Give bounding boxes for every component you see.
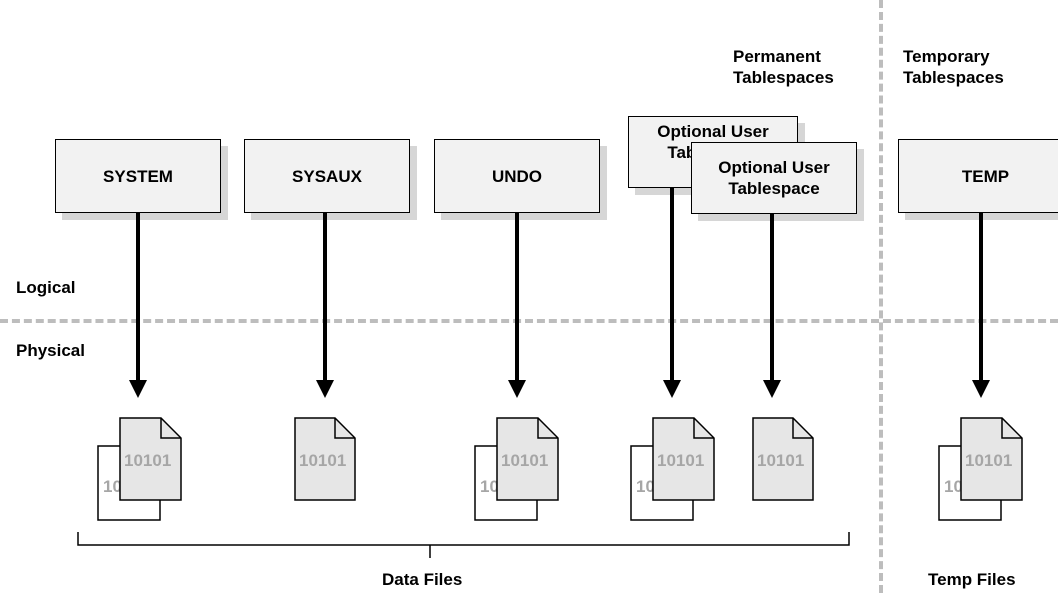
arrow-optional-user-2 bbox=[763, 214, 781, 398]
data-file-pair-optional-user: 10 10101 bbox=[630, 417, 715, 521]
arrow-temp bbox=[972, 213, 990, 398]
svg-text:10: 10 bbox=[636, 477, 655, 496]
temp-files-label: Temp Files bbox=[928, 570, 1016, 589]
arrow-optional-user-1 bbox=[663, 188, 681, 398]
data-file-icon: 10101 bbox=[752, 417, 814, 501]
data-file-pair-system: 10 10101 bbox=[97, 417, 182, 521]
arrow-undo bbox=[508, 213, 526, 398]
svg-text:10: 10 bbox=[944, 477, 963, 496]
data-files-label: Data Files bbox=[382, 570, 463, 589]
data-file-icon: 10101 bbox=[652, 417, 715, 501]
svg-text:10: 10 bbox=[480, 477, 499, 496]
tablespace-system: SYSTEM bbox=[55, 139, 221, 213]
data-file-icon: 10101 bbox=[119, 417, 182, 501]
svg-text:10101: 10101 bbox=[124, 451, 171, 470]
svg-text:10101: 10101 bbox=[299, 451, 346, 470]
data-file-pair-undo: 10 10101 bbox=[474, 417, 559, 521]
svg-text:10101: 10101 bbox=[965, 451, 1012, 470]
tablespace-temp: TEMP bbox=[898, 139, 1058, 213]
data-file-icon: 10101 bbox=[294, 417, 356, 501]
svg-text:10101: 10101 bbox=[757, 451, 804, 470]
arrow-sysaux bbox=[316, 213, 334, 398]
logical-label: Logical bbox=[16, 278, 76, 297]
permanent-temporary-divider bbox=[879, 0, 883, 593]
svg-text:10: 10 bbox=[103, 477, 122, 496]
logical-physical-divider bbox=[0, 319, 1058, 323]
arrow-system bbox=[129, 213, 147, 398]
temp-file-icon: 10101 bbox=[960, 417, 1023, 501]
data-file-icon: 10101 bbox=[496, 417, 559, 501]
svg-text:10101: 10101 bbox=[501, 451, 548, 470]
svg-text:10101: 10101 bbox=[657, 451, 704, 470]
data-files-bracket bbox=[77, 532, 850, 558]
tablespace-undo: UNDO bbox=[434, 139, 600, 213]
temp-file-pair: 10 10101 bbox=[938, 417, 1023, 521]
tablespace-optional-user-front: Optional User Tablespace bbox=[691, 142, 857, 214]
tablespace-sysaux: SYSAUX bbox=[244, 139, 410, 213]
physical-label: Physical bbox=[16, 341, 85, 360]
